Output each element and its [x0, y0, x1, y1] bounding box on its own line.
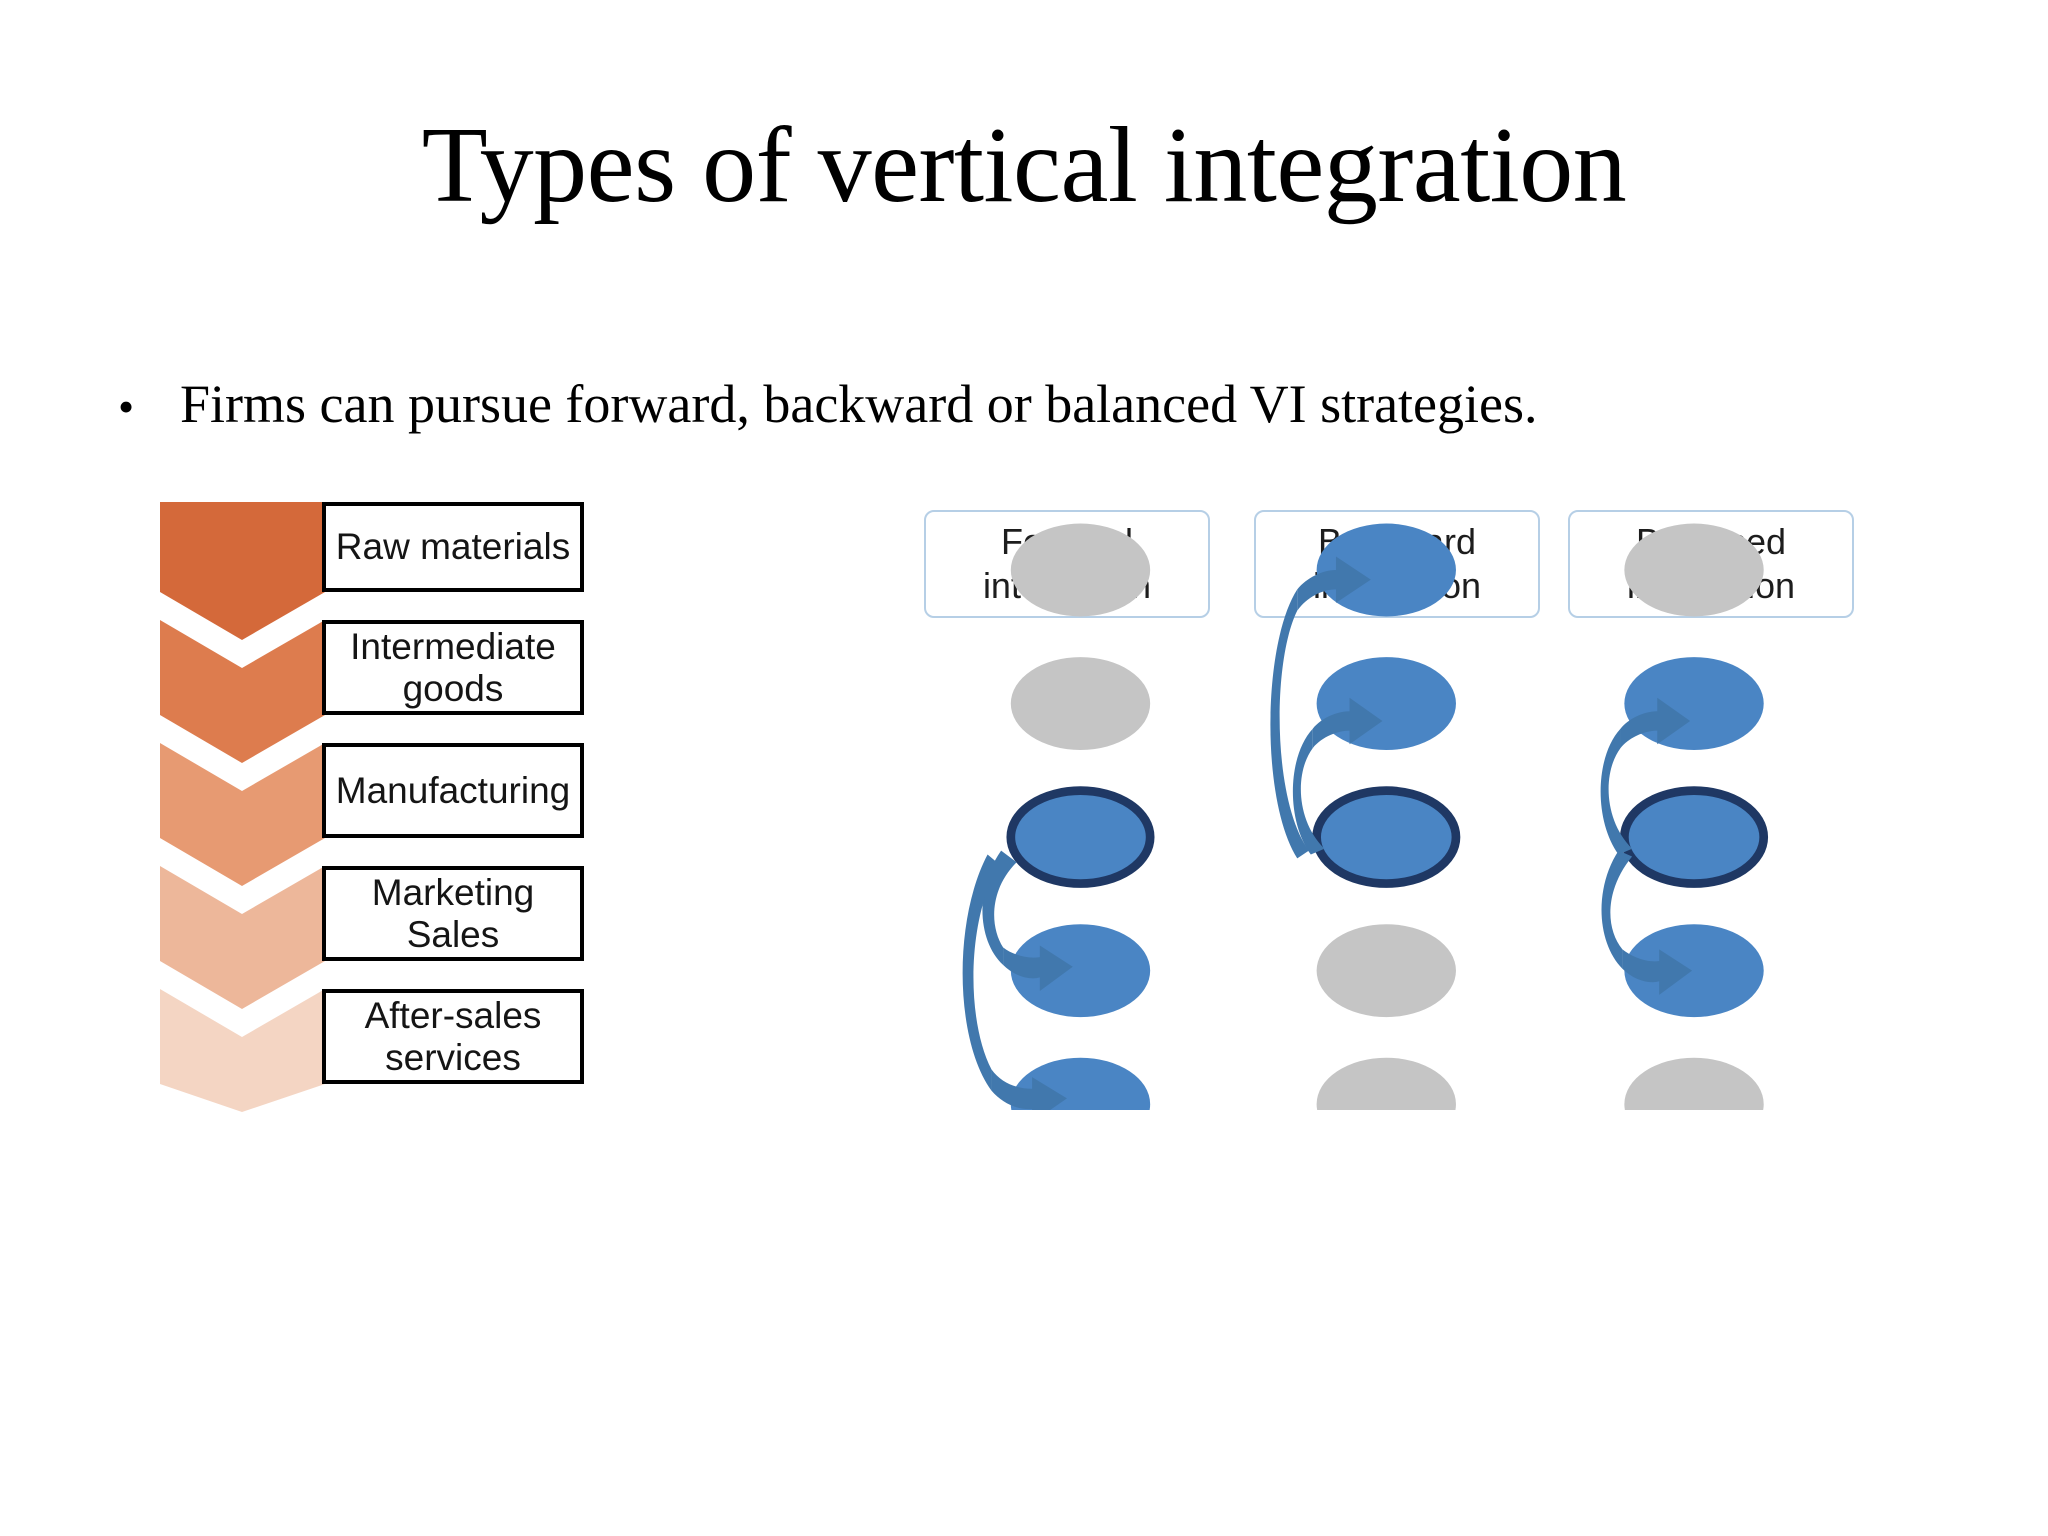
arrow-backward-to-raw-materials	[1270, 589, 1309, 859]
chain-label-marketing-sales: Marketing Sales	[322, 866, 584, 961]
integration-types-diagram: Forward integration Backward integration…	[924, 510, 1970, 1110]
column-header-line2: integration	[982, 565, 1152, 606]
chevron-intermediate-goods	[160, 620, 325, 763]
ellipse-backward-manufacturing	[1312, 786, 1461, 888]
column-header-backward-integration: Backward integration	[1254, 510, 1540, 618]
ellipse-balanced-intermediate-goods	[1624, 657, 1764, 750]
arrow-balanced-to-marketing-sales-head	[1622, 949, 1693, 995]
ellipse-forward-manufacturing	[1006, 786, 1155, 888]
arrow-forward-to-after-sales	[962, 854, 1000, 1091]
ellipse-forward-intermediate-goods	[1010, 657, 1151, 750]
chain-label-text: Raw materials	[335, 526, 571, 568]
chain-label-text: Marketing Sales	[371, 872, 535, 955]
chevron-manufacturing	[160, 743, 325, 886]
ellipse-backward-intermediate-goods	[1316, 657, 1456, 750]
chevron-raw-materials	[160, 502, 325, 640]
chain-label-manufacturing: Manufacturing	[322, 743, 584, 838]
ellipse-forward-after-sales-services	[1010, 1057, 1151, 1110]
ellipse-balanced-manufacturing	[1620, 786, 1769, 888]
chain-label-text: Intermediate goods	[350, 626, 556, 709]
arrow-forward-to-after-sales-head	[991, 1069, 1067, 1110]
arrow-forward-to-marketing-sales-head	[1003, 945, 1073, 991]
chain-label-text: Manufacturing	[335, 769, 571, 811]
arrow-balanced-to-marketing-sales	[1601, 850, 1633, 969]
arrow-backward-to-intermediate-goods-head	[1312, 697, 1383, 749]
arrow-balanced-to-intermediate-goods-head	[1620, 697, 1691, 749]
bullet-text: Firms can pursue forward, backward or ba…	[180, 374, 1538, 434]
chevron-marketing-sales	[160, 866, 325, 1009]
value-chain-diagram: Raw materials Intermediate goods Manufac…	[150, 480, 790, 1120]
column-header-line1: Balanced	[1635, 521, 1787, 563]
bullet-marker-icon: •	[118, 381, 135, 432]
column-header-line1: Backward	[1317, 521, 1477, 563]
ellipse-backward-marketing-sales	[1316, 924, 1456, 1018]
ellipse-balanced-marketing-sales	[1624, 924, 1764, 1018]
chain-label-raw-materials: Raw materials	[322, 502, 584, 592]
column-header-forward-integration: Forward integration	[924, 510, 1210, 618]
bullet-list: • Firms can pursue forward, backward or …	[118, 372, 1978, 437]
ellipse-backward-after-sales-services	[1316, 1057, 1456, 1110]
column-header-line2: integration	[1312, 565, 1482, 606]
column-header-balanced-integration: Balanced integration	[1568, 510, 1854, 618]
ellipse-forward-marketing-sales	[1010, 924, 1151, 1018]
chain-label-intermediate-goods: Intermediate goods	[322, 620, 584, 715]
arrow-forward-to-marketing-sales	[982, 850, 1017, 965]
chain-label-text: After-sales services	[364, 995, 542, 1078]
ellipse-balanced-after-sales-services	[1624, 1057, 1764, 1110]
column-header-line1: Forward	[1000, 521, 1134, 563]
column-header-line2: integration	[1626, 565, 1796, 606]
chain-label-after-sales-services: After-sales services	[322, 989, 584, 1084]
arrow-backward-to-intermediate-goods	[1292, 728, 1325, 855]
chevron-after-sales-services	[160, 989, 325, 1112]
arrow-balanced-to-intermediate-goods	[1600, 728, 1633, 855]
page-title: Types of vertical integration	[421, 106, 1627, 225]
value-chain-chevron-stack	[160, 502, 325, 1112]
